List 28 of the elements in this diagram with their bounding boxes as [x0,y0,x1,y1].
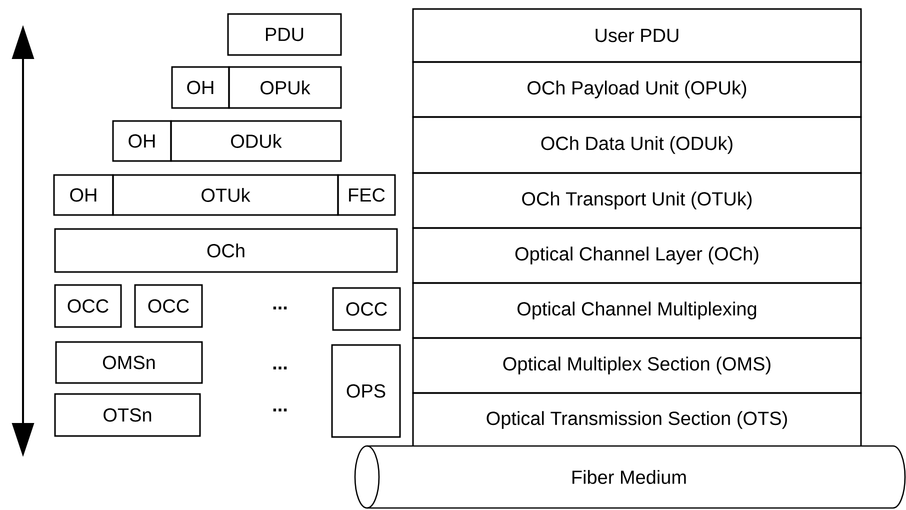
layer-box: OH [112,120,172,162]
layer-box: Optical Transmission Section (OTS) [412,392,862,448]
layer-box: OCC [54,284,122,328]
layer-box: Optical Channel Multiplexing [412,282,862,339]
layer-box: OH [171,66,230,109]
layer-box: PDU [227,13,342,56]
layer-box: OTUk [112,174,339,216]
ellipsis: ... [273,408,287,412]
layer-box: OMSn [55,341,203,384]
layer-box: OH [53,174,114,216]
layer-box: OCC [134,284,203,328]
layer-box: OCh [54,228,398,273]
layer-box: ODUk [170,120,342,162]
ellipsis: ... [273,366,287,370]
layer-box: FEC [337,174,396,216]
node-label: Fiber Medium [572,470,686,484]
layer-box: User PDU [412,8,862,63]
layer-box: OTSn [54,393,201,437]
layer-box: OCh Payload Unit (OPUk) [412,61,862,118]
layer-box: Optical Multiplex Section (OMS) [412,337,862,394]
layer-box: OPUk [228,66,342,109]
fiber-cylinder: Fiber Medium [354,445,906,509]
layer-box: OCh Data Unit (ODUk) [412,116,862,174]
layer-box: Optical Channel Layer (OCh) [412,227,862,284]
layer-box: OCC [332,287,401,331]
layer-box: OCh Transport Unit (OTUk) [412,172,862,229]
ellipsis: ... [273,306,287,310]
layer-box: OPS [331,344,401,438]
